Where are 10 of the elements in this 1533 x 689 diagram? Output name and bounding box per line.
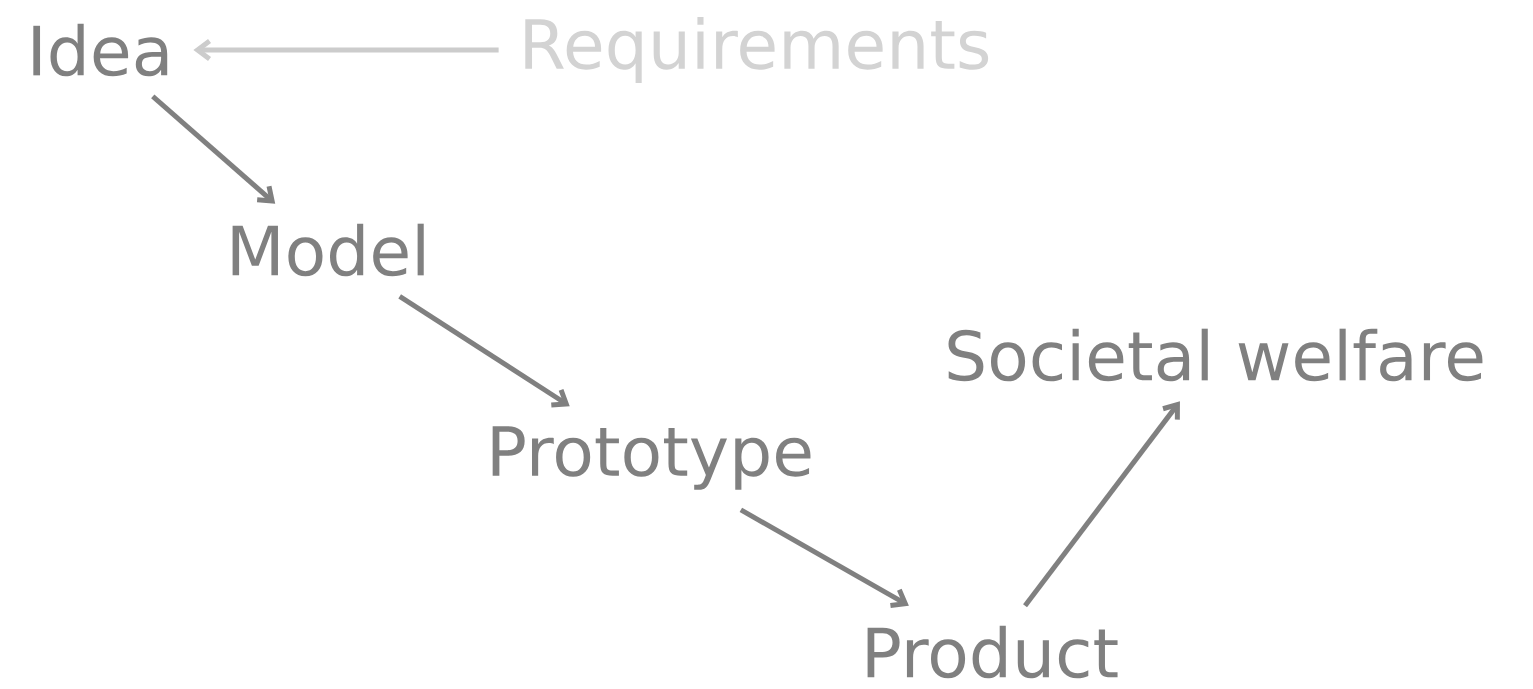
arrow bbox=[193, 39, 499, 61]
arrow bbox=[398, 294, 570, 408]
arrow bbox=[1023, 401, 1180, 608]
node-label: Model bbox=[232, 223, 424, 277]
arrow bbox=[739, 507, 909, 608]
node-label: Prototype bbox=[492, 426, 811, 490]
node-label: Societal welfare bbox=[948, 328, 1483, 382]
node-label: Product bbox=[867, 625, 1118, 679]
arrow bbox=[151, 94, 276, 204]
node-label: Idea bbox=[33, 23, 168, 77]
